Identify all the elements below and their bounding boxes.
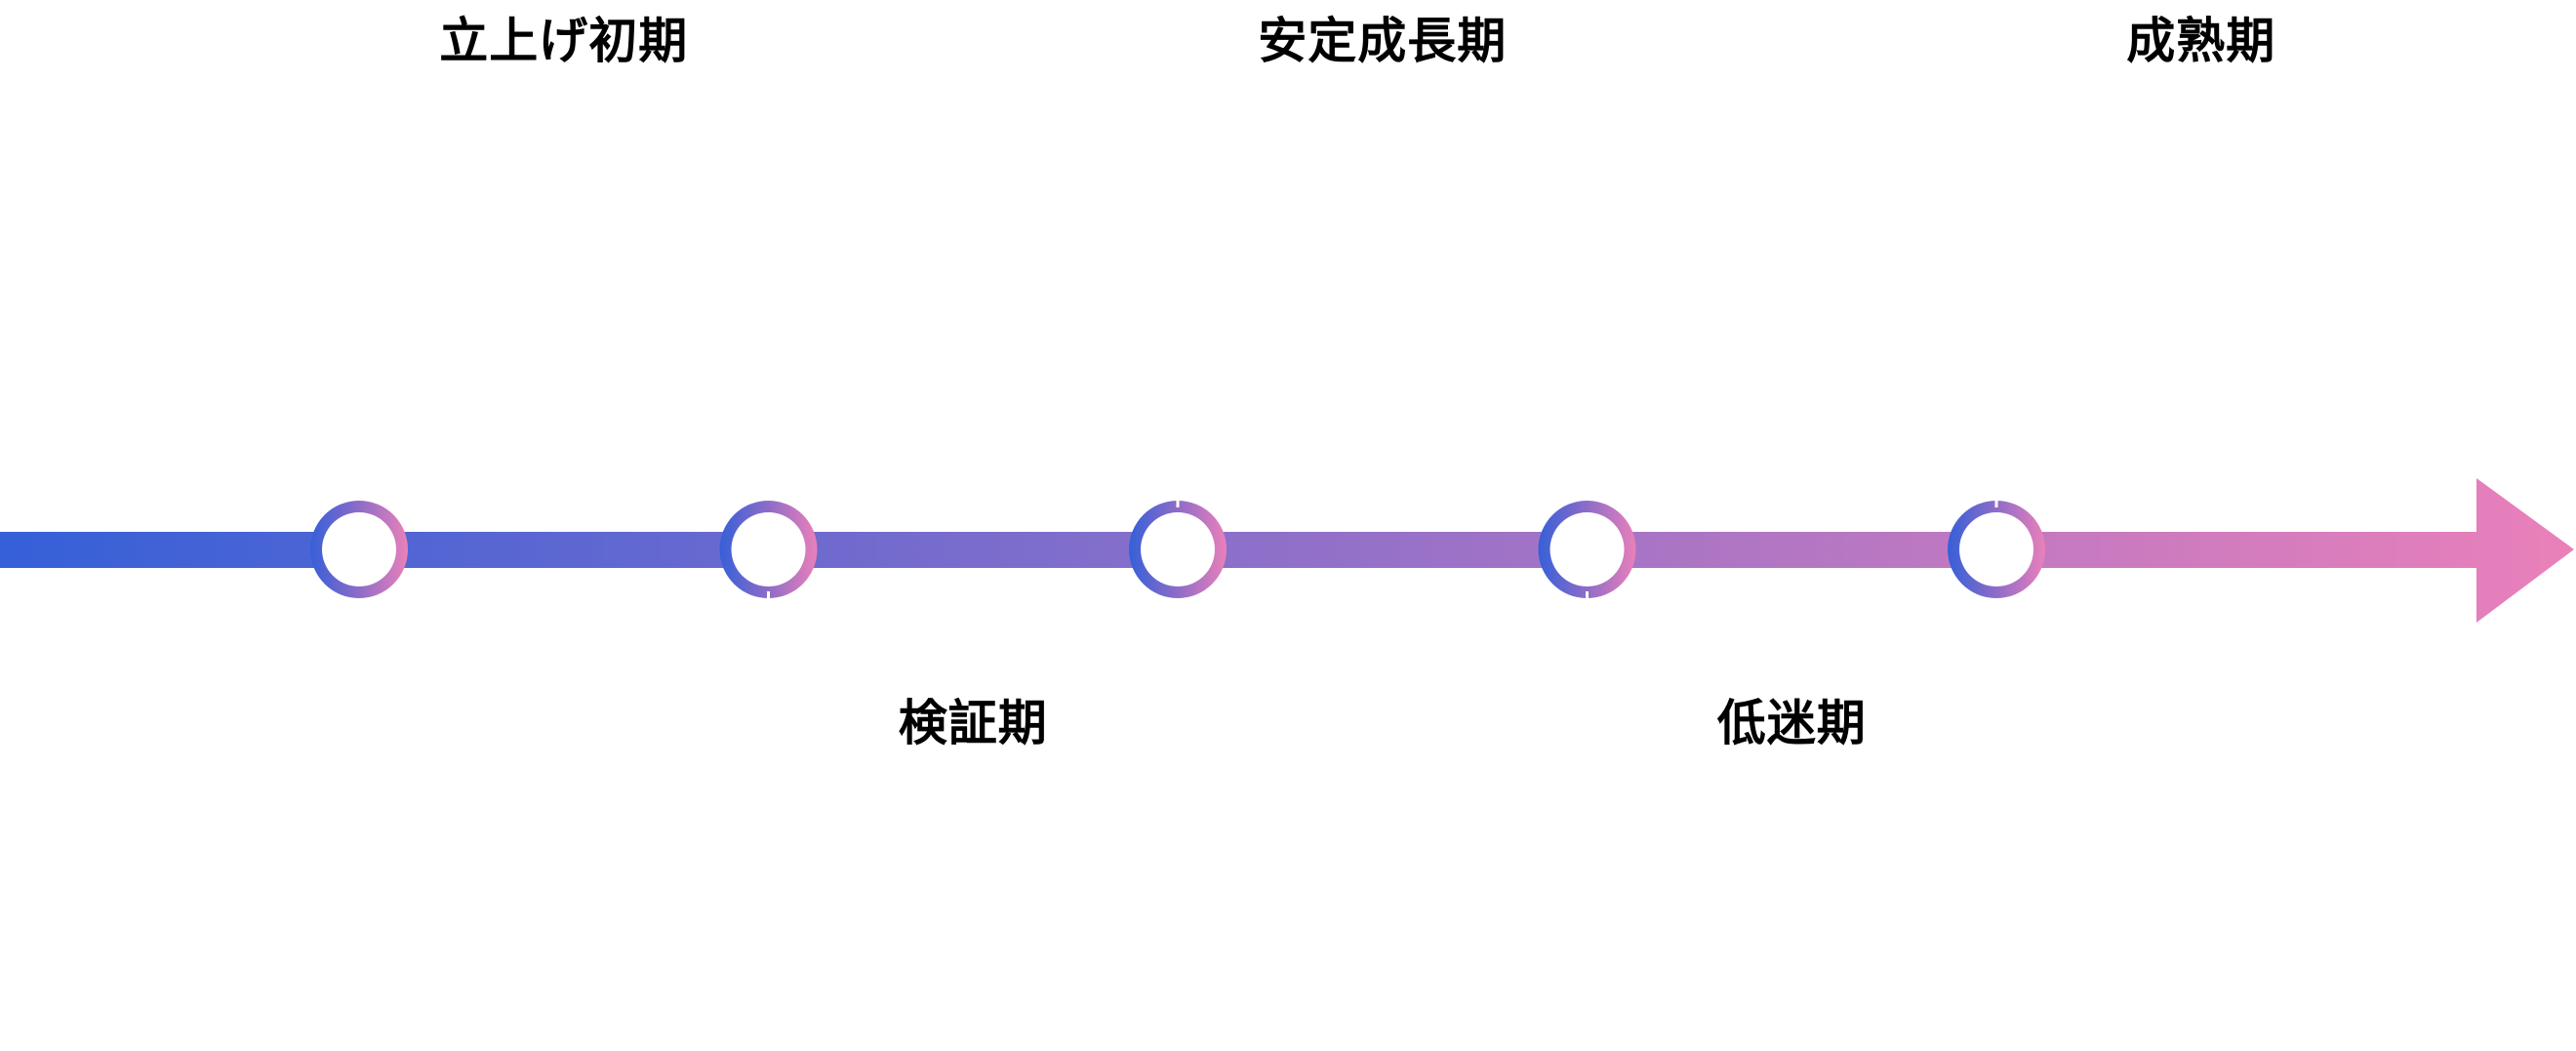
stage-label-slump: 低迷期: [1716, 695, 1867, 751]
milestone-center: [731, 512, 806, 586]
milestone-tick-bottom: [1586, 591, 1589, 598]
milestone-tick-top: [1176, 501, 1180, 507]
timeline-bar-group: [0, 478, 2574, 623]
stage-label-maturity: 成熟期: [2126, 13, 2276, 69]
milestone-center: [322, 512, 396, 586]
milestone-tick-top: [1994, 501, 1998, 507]
stage-label-stable-growth: 安定成長期: [1258, 13, 1508, 69]
milestone-center: [1550, 512, 1625, 586]
milestone-center: [1959, 512, 2033, 586]
milestone-tick-bottom: [767, 591, 770, 598]
milestone-node: [1129, 501, 1227, 598]
stage-label-validation: 検証期: [898, 695, 1048, 751]
milestones: [310, 501, 2045, 598]
arrow-head-icon: [2476, 478, 2574, 623]
milestone-node: [1538, 501, 1636, 598]
milestone-node: [719, 501, 818, 598]
timeline-bar: [0, 532, 2478, 568]
stage-label-launch: 立上げ初期: [439, 13, 689, 69]
milestone-node: [310, 501, 408, 598]
milestone-node: [1948, 501, 2045, 598]
milestone-center: [1141, 512, 1215, 586]
